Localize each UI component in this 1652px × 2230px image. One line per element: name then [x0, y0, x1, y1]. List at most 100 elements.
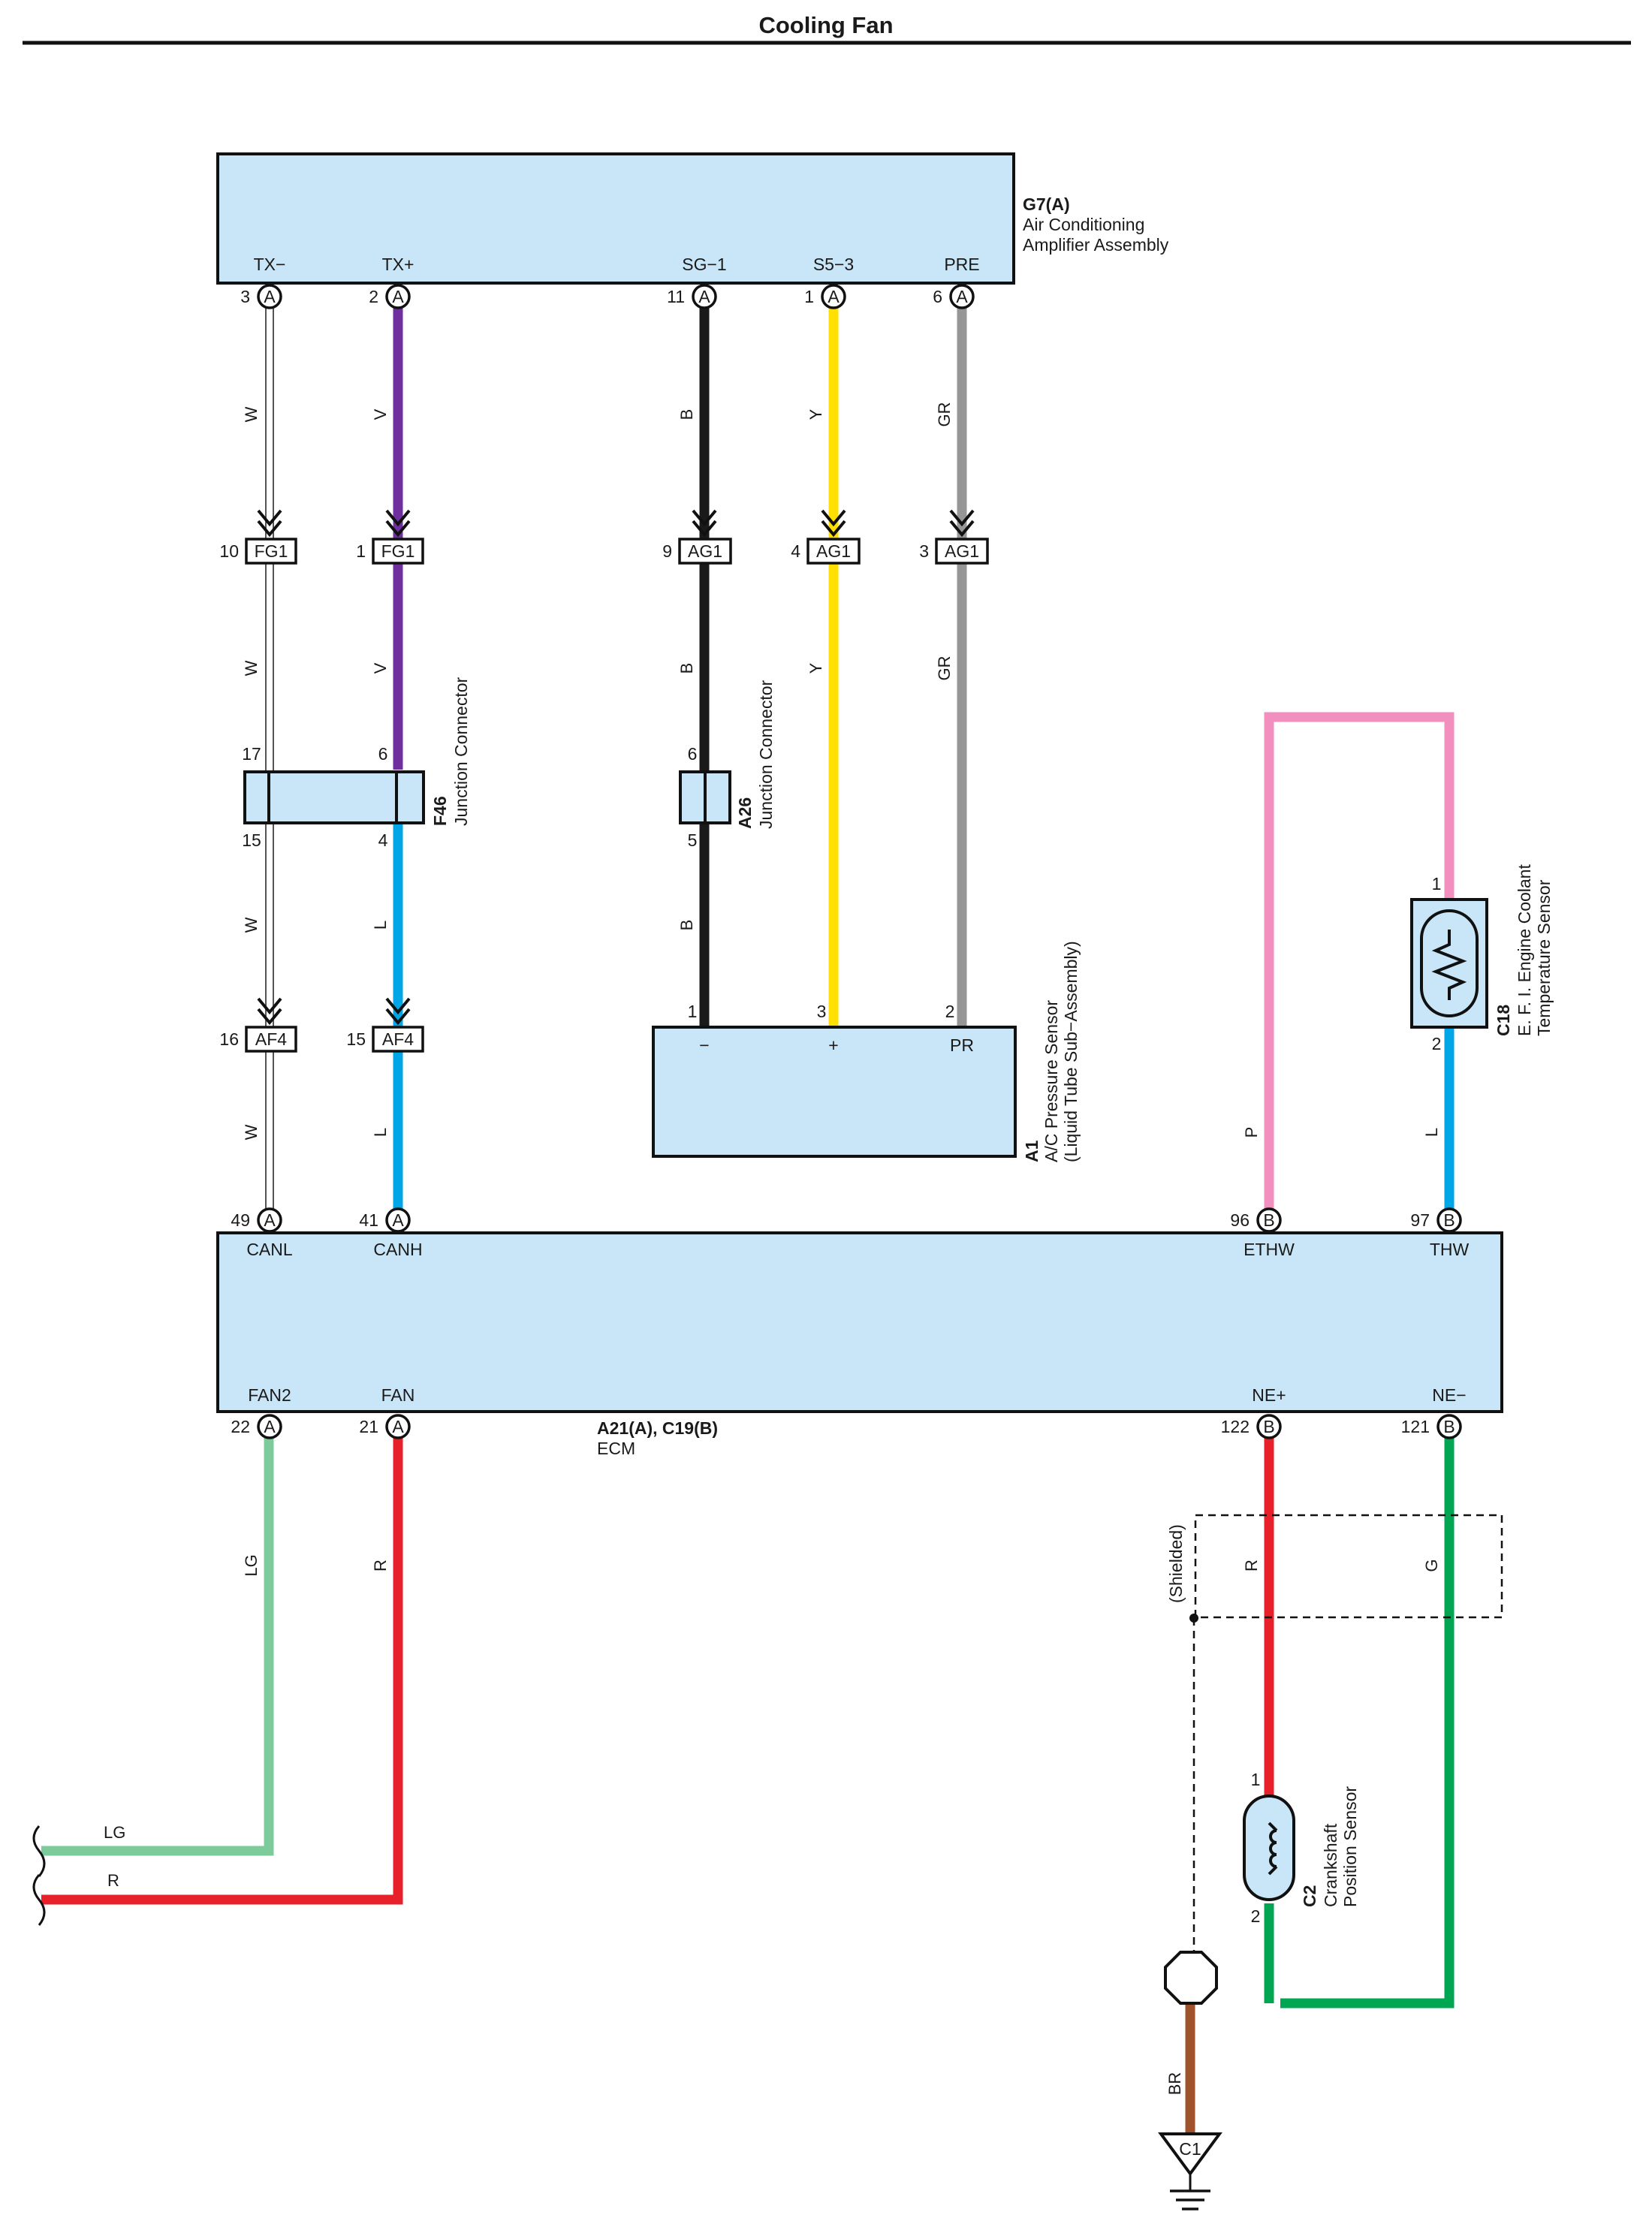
svg-text:1: 1 — [804, 287, 814, 306]
svg-text:C1: C1 — [1179, 2139, 1201, 2159]
svg-text:THW: THW — [1430, 1240, 1470, 1259]
wire-w — [265, 304, 274, 1209]
svg-text:1: 1 — [1432, 874, 1442, 894]
svg-text:C2: C2 — [1300, 1885, 1319, 1907]
svg-text:B: B — [677, 920, 696, 931]
svg-text:16: 16 — [219, 1029, 239, 1049]
svg-text:A: A — [392, 1417, 404, 1436]
svg-text:B: B — [677, 409, 696, 420]
svg-text:2: 2 — [945, 1002, 955, 1021]
svg-text:R: R — [371, 1559, 390, 1572]
svg-text:5: 5 — [688, 830, 698, 850]
svg-text:Position Sensor: Position Sensor — [1340, 1786, 1360, 1907]
terminal-ecm-41: A 41 CANH — [359, 1207, 423, 1259]
svg-text:V: V — [371, 408, 390, 420]
svg-text:NE−: NE− — [1432, 1385, 1466, 1405]
terminal-g7-3: A 3 — [240, 284, 282, 309]
svg-text:V: V — [371, 662, 390, 674]
svg-text:FG1: FG1 — [381, 541, 415, 561]
svg-text:L: L — [1422, 1128, 1441, 1137]
svg-text:6: 6 — [933, 287, 942, 306]
crankshaft-position-sensor: 1 2 C2 Crankshaft Position Sensor — [1243, 1770, 1360, 1926]
amplifier-assembly: G7(A) Air Conditioning Amplifier Assembl… — [216, 152, 1169, 309]
svg-text:A: A — [828, 287, 840, 306]
svg-text:A26: A26 — [735, 797, 755, 829]
svg-text:C18: C18 — [1494, 1005, 1513, 1036]
terminal-g7-6: A 6 — [933, 284, 975, 309]
svg-text:F46: F46 — [430, 796, 450, 826]
svg-text:L: L — [371, 921, 390, 930]
terminal-ecm-97: B 97 THW — [1410, 1207, 1470, 1259]
svg-text:3: 3 — [919, 541, 929, 561]
svg-text:1: 1 — [688, 1002, 698, 1021]
svg-text:4: 4 — [791, 541, 800, 561]
svg-text:AF4: AF4 — [382, 1029, 414, 1049]
terminal-g7-1: A 1 — [804, 284, 846, 309]
svg-text:9: 9 — [662, 541, 672, 561]
shield-label: (Shielded) — [1166, 1524, 1186, 1603]
wire-p — [1264, 712, 1455, 1209]
svg-text:AG1: AG1 — [816, 541, 851, 561]
svg-text:R: R — [1242, 1559, 1261, 1572]
svg-text:AG1: AG1 — [945, 541, 979, 561]
amplifier-code: G7(A) — [1023, 194, 1070, 214]
amplifier-name-2: Amplifier Assembly — [1023, 235, 1169, 255]
svg-text:NE+: NE+ — [1252, 1385, 1286, 1405]
terminal-ecm-49: A 49 CANL — [231, 1207, 293, 1259]
svg-text:B: B — [1443, 1210, 1455, 1230]
svg-text:A: A — [392, 1210, 404, 1230]
svg-text:ETHW: ETHW — [1244, 1240, 1295, 1259]
svg-text:6: 6 — [688, 744, 698, 764]
svg-text:121: 121 — [1401, 1417, 1430, 1436]
svg-text:10: 10 — [219, 541, 239, 561]
signal-pre: PRE — [944, 255, 979, 274]
connector-fg1: FG1 10 FG1 1 — [219, 509, 424, 565]
ground-splice — [1164, 1951, 1218, 2005]
ac-pressure-sensor: 1 3 2 − + PR A1 A/C Pressure Sensor (Liq… — [652, 941, 1081, 1162]
svg-text:A: A — [264, 1417, 276, 1436]
svg-text:4: 4 — [378, 830, 388, 850]
ground-c1: C1 — [1158, 2132, 1222, 2210]
svg-text:15: 15 — [242, 830, 261, 850]
svg-text:BR: BR — [1165, 2072, 1184, 2096]
shield: (Shielded) — [1166, 1514, 1503, 1956]
terminal-ecm-21: FAN A 21 — [359, 1385, 415, 1439]
svg-text:Junction Connector: Junction Connector — [756, 680, 776, 829]
wire-labels-lower: LG R R G LG R BR — [104, 1554, 1441, 2095]
svg-text:A: A — [956, 287, 968, 306]
signal-tx-plus: TX+ — [382, 255, 415, 274]
ecm-code: A21(A), C19(B) — [597, 1418, 718, 1438]
svg-text:B: B — [1443, 1417, 1455, 1436]
svg-text:Y: Y — [806, 408, 825, 420]
svg-text:AG1: AG1 — [688, 541, 722, 561]
svg-text:GR: GR — [935, 656, 954, 681]
wire-lg — [41, 1434, 274, 1856]
svg-text:15: 15 — [346, 1029, 366, 1049]
svg-text:B: B — [1263, 1210, 1274, 1230]
connector-af4: AF4 16 AF4 15 — [219, 997, 424, 1053]
svg-text:FAN2: FAN2 — [248, 1385, 291, 1405]
svg-text:21: 21 — [359, 1417, 378, 1436]
svg-text:A/C Pressure Sensor: A/C Pressure Sensor — [1042, 1000, 1061, 1162]
terminal-g7-11: A 11 — [667, 284, 717, 309]
svg-text:GR: GR — [935, 402, 954, 427]
svg-text:R: R — [107, 1871, 119, 1890]
terminal-g7-2: A 2 — [369, 284, 411, 309]
svg-text:49: 49 — [231, 1210, 250, 1230]
svg-text:11: 11 — [667, 287, 685, 306]
connector-ag1: AG1 9 AG1 4 AG1 3 — [662, 509, 989, 565]
svg-text:W: W — [242, 1124, 261, 1140]
svg-text:2: 2 — [1432, 1034, 1442, 1053]
svg-text:96: 96 — [1230, 1210, 1250, 1230]
svg-text:A: A — [392, 287, 404, 306]
svg-text:Junction Connector: Junction Connector — [451, 677, 471, 826]
svg-text:1: 1 — [1251, 1770, 1261, 1789]
svg-text:B: B — [677, 663, 696, 674]
signal-s53: S5−3 — [813, 255, 854, 274]
svg-text:41: 41 — [359, 1210, 378, 1230]
amplifier-box — [216, 152, 1015, 285]
svg-text:+: + — [828, 1035, 838, 1055]
svg-text:L: L — [371, 1128, 390, 1137]
svg-text:(Liquid Tube Sub−Assembly): (Liquid Tube Sub−Assembly) — [1061, 941, 1081, 1162]
